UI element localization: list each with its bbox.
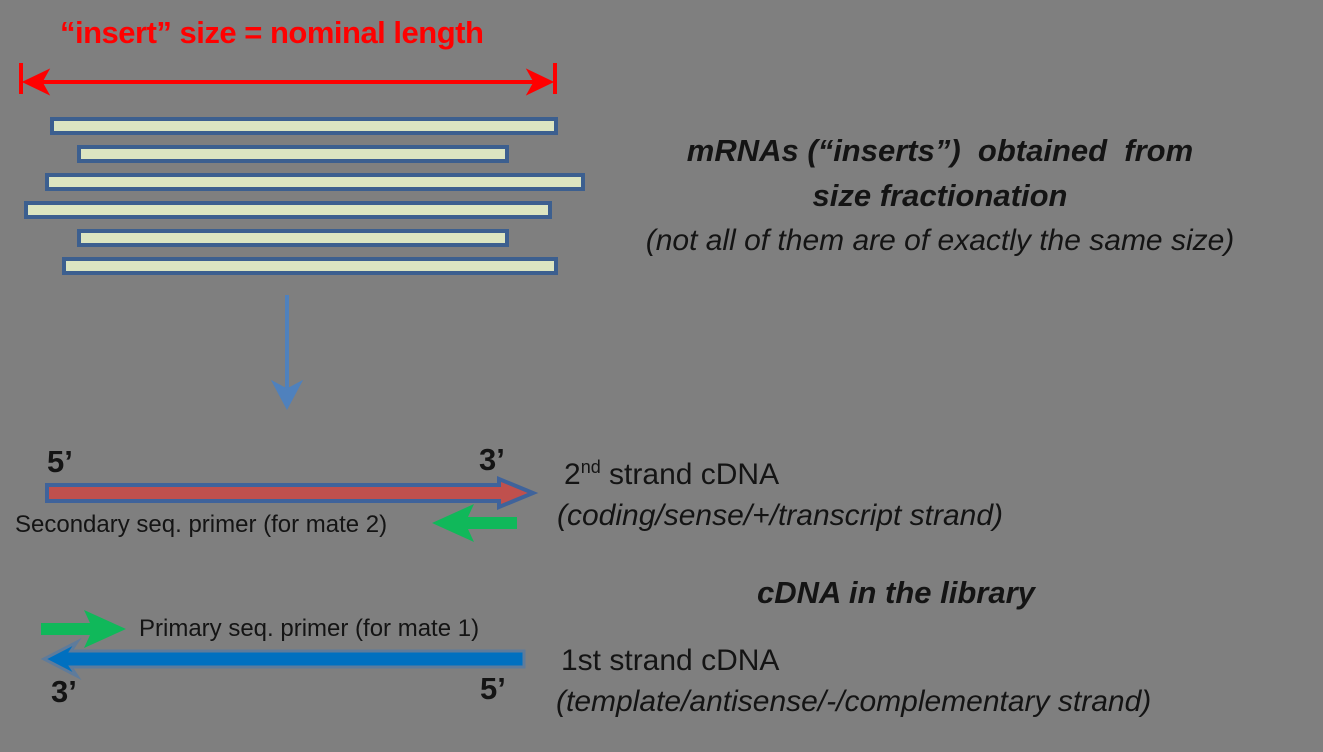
second-strand-3prime-label: 3’ <box>479 442 505 477</box>
second-strand-cdna-label: 2nd strand cDNA <box>564 458 779 490</box>
mrna-note: mRNAs (“inserts”) obtained from size fra… <box>590 128 1290 263</box>
mrna-insert-bar <box>50 117 558 135</box>
mate2-primer-arrow-icon <box>432 504 517 542</box>
second-strand-label-num: 2 <box>564 458 581 491</box>
primary-primer-label: Primary seq. primer (for mate 1) <box>139 615 480 642</box>
first-strand-cdna-label: 1st strand cDNA <box>561 644 780 677</box>
first-strand-5prime-label: 5’ <box>480 671 506 706</box>
second-strand-label-sup: nd <box>580 457 601 477</box>
mrna-note-line2: size fractionation <box>812 178 1068 213</box>
first-strand-cdna-sublabel: (template/antisense/-/complementary stra… <box>556 685 1152 718</box>
mate1-primer-arrow-icon <box>41 610 126 648</box>
second-strand-arrow-icon <box>45 476 539 510</box>
mrna-insert-bar <box>62 257 558 275</box>
mrna-insert-bar <box>77 145 509 163</box>
second-strand-5prime-label: 5’ <box>47 444 73 479</box>
mrna-note-line1: mRNAs (“inserts”) obtained from <box>686 133 1194 168</box>
second-strand-label-rest: strand cDNA <box>600 458 780 491</box>
down-arrow-icon <box>270 295 304 411</box>
mrna-insert-bar <box>24 201 552 219</box>
mrna-insert-bar <box>77 229 509 247</box>
cdna-library-label: cDNA in the library <box>757 575 1035 610</box>
measurement-double-arrow-icon <box>19 63 557 96</box>
second-strand-cdna-sublabel: (coding/sense/+/transcript strand) <box>557 499 1004 532</box>
mrna-note-line3: (not all of them are of exactly the same… <box>645 224 1235 257</box>
mrna-insert-bar <box>45 173 585 191</box>
first-strand-3prime-label: 3’ <box>51 674 77 709</box>
first-strand-arrow-icon <box>40 638 526 680</box>
secondary-primer-label: Secondary seq. primer (for mate 2) <box>15 511 388 538</box>
insert-size-title: “insert” size = nominal length <box>60 15 484 50</box>
